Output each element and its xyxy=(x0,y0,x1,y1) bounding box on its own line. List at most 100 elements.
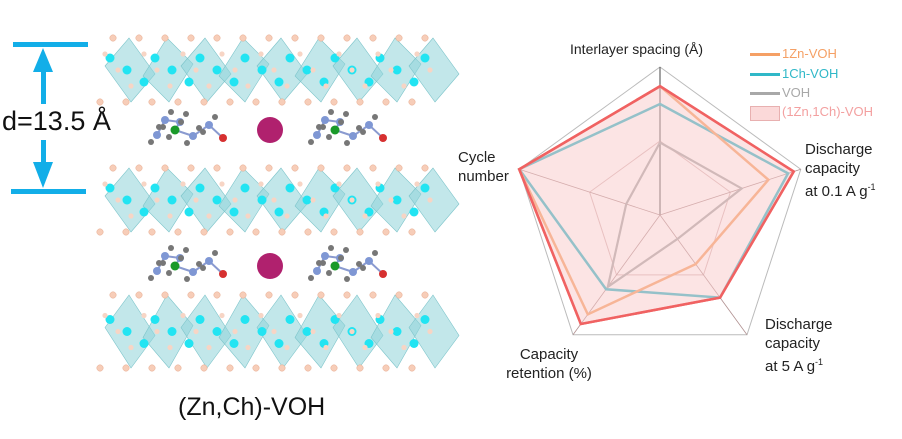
hydrogen-atom xyxy=(168,109,174,115)
vanadium-atom xyxy=(167,195,177,205)
oxygen-atom xyxy=(343,164,351,172)
carbon-atom xyxy=(313,267,321,275)
vanadium-atom xyxy=(274,339,284,348)
oxygen-atom xyxy=(356,228,364,236)
vanadium-atom xyxy=(420,53,430,63)
oxygen-atom xyxy=(408,98,416,106)
oxygen-atom xyxy=(115,328,121,335)
vanadium-atom xyxy=(420,183,430,193)
vanadium-atom xyxy=(105,315,115,324)
vanadium-atom xyxy=(274,207,284,217)
oxygen-atom xyxy=(388,328,394,335)
oxygen-atom xyxy=(323,344,329,351)
vanadium-atom xyxy=(212,65,222,75)
vanadium-atom xyxy=(184,339,194,348)
nitrogen-atom xyxy=(330,125,340,135)
legend-swatch xyxy=(750,73,780,76)
oxygen-atom xyxy=(213,34,221,42)
oxygen-atom xyxy=(336,312,342,319)
hydrogen-atom xyxy=(360,129,366,135)
carbon-atom xyxy=(349,132,357,140)
carbon-atom xyxy=(153,267,161,275)
oxygen-atom xyxy=(304,364,312,372)
carbon-atom xyxy=(189,132,197,140)
zinc-ion xyxy=(257,253,283,279)
oxygen-atom xyxy=(180,312,186,319)
oxygen-atom xyxy=(323,83,329,89)
oxygen-atom xyxy=(161,34,169,42)
oxygen-atom xyxy=(193,328,199,335)
oxygen-atom xyxy=(213,291,221,299)
vanadium-atom xyxy=(105,53,115,63)
hydrogen-atom xyxy=(338,255,344,261)
oxygen-atom xyxy=(336,51,342,57)
vanadium-atom xyxy=(150,315,160,324)
vo-layer xyxy=(96,164,460,236)
oxygen-atom xyxy=(141,312,147,319)
axis-label-line: at 5 A g-1 xyxy=(765,357,824,375)
oxygen-atom xyxy=(96,228,104,236)
hydrogen-atom xyxy=(166,270,172,276)
axis-label-line: Interlayer spacing (Å) xyxy=(570,41,704,57)
oxygen-atom xyxy=(167,83,173,89)
hydrogen-atom xyxy=(343,111,349,117)
oxygen-atom xyxy=(369,34,377,42)
oxygen-atom xyxy=(180,51,186,57)
hydrogen-atom xyxy=(326,270,332,276)
nitrogen-atom xyxy=(170,125,180,135)
oxygen-atom xyxy=(297,51,303,57)
oxygen-atom xyxy=(128,344,134,351)
vanadium-atom xyxy=(240,315,250,324)
oxygen-atom xyxy=(109,291,117,299)
oxygen-atom xyxy=(167,344,173,351)
grid-ring xyxy=(518,66,802,336)
vanadium-atom xyxy=(150,183,160,193)
vanadium-atom xyxy=(409,207,419,217)
oxygen-atom xyxy=(219,134,227,142)
oxygen-atom xyxy=(135,291,143,299)
vanadium-atom xyxy=(302,65,312,75)
hydrogen-atom xyxy=(212,114,218,120)
hydrogen-atom xyxy=(184,276,190,282)
vanadium-atom xyxy=(229,77,239,87)
vanadium-atom xyxy=(184,207,194,217)
oxygen-atom xyxy=(174,364,182,372)
oxygen-atom xyxy=(310,328,316,335)
radar-series xyxy=(517,84,796,326)
oxygen-atom xyxy=(382,364,390,372)
oxygen-atom xyxy=(265,164,273,172)
oxygen-atom xyxy=(414,312,420,319)
oxygen-atom xyxy=(369,291,377,299)
oxygen-atom xyxy=(122,228,130,236)
oxygen-atom xyxy=(187,34,195,42)
vanadium-atom xyxy=(212,327,222,336)
oxygen-atom xyxy=(343,34,351,42)
vanadium-atom xyxy=(285,315,295,324)
vanadium-atom xyxy=(167,327,177,336)
oxygen-atom xyxy=(330,364,338,372)
vanadium-atom xyxy=(229,339,239,348)
vanadium-atom xyxy=(150,53,160,63)
oxygen-atom xyxy=(291,291,299,299)
vanadium-atom xyxy=(257,327,267,336)
oxygen-atom xyxy=(206,83,212,89)
oxygen-atom xyxy=(271,67,277,73)
oxygen-atom xyxy=(382,98,390,106)
oxygen-atom xyxy=(421,164,429,172)
hydrogen-atom xyxy=(183,111,189,117)
carbon-atom xyxy=(321,252,329,260)
oxygen-atom xyxy=(297,181,303,187)
hydrogen-atom xyxy=(156,260,162,266)
oxygen-atom xyxy=(141,181,147,187)
vanadium-atom xyxy=(139,339,149,348)
oxygen-atom xyxy=(219,312,225,319)
oxygen-atom xyxy=(187,291,195,299)
carbon-atom xyxy=(189,268,197,276)
zinc-ion xyxy=(257,117,283,143)
vanadium-atom xyxy=(122,195,132,205)
legend-swatch xyxy=(750,53,780,56)
hydrogen-atom xyxy=(196,125,202,131)
oxygen-atom xyxy=(379,270,387,278)
